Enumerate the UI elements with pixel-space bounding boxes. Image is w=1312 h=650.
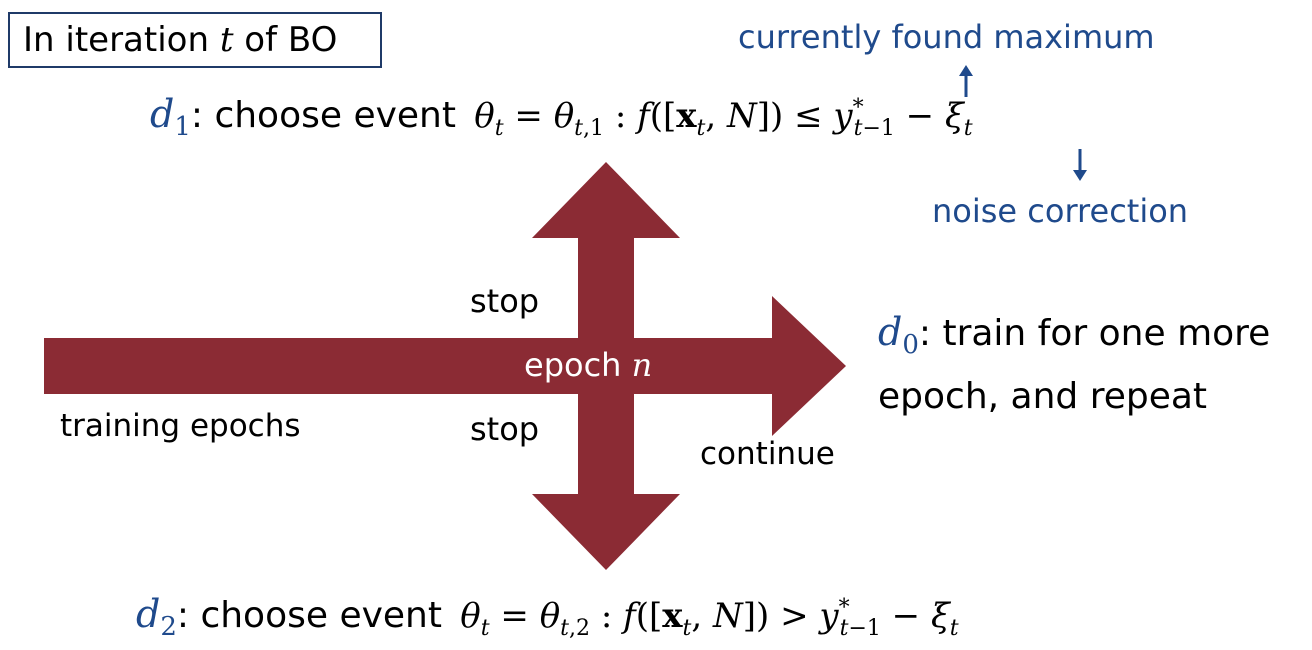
annotation-max: currently found maximum (738, 18, 1155, 56)
training-epochs-label: training epochs (60, 408, 301, 444)
d2-relation: > (780, 596, 809, 636)
d0-text: d0: train for one more epoch, and repeat (878, 306, 1270, 423)
d2-text: : choose event (176, 595, 442, 636)
d1-line: d1: choose event θt = θt,1 : f([xt, N]) … (150, 92, 973, 142)
horizontal-arrow (44, 296, 846, 436)
stop-bottom-label: stop (470, 410, 540, 448)
arrow-down-icon (1073, 149, 1087, 181)
annotation-noise: noise correction (932, 192, 1189, 230)
title-box: In iteration t of BO (8, 12, 382, 68)
d1-symbol: d (150, 92, 175, 136)
d0-line1: d0: train for one more (878, 306, 1270, 371)
d0-symbol: d (878, 310, 903, 354)
stop-top-label: stop (470, 282, 540, 320)
continue-label: continue (700, 436, 835, 472)
epoch-word: epoch (524, 346, 632, 384)
d2-line: d2: choose event θt = θt,2 : f([xt, N]) … (136, 592, 959, 642)
d1-text: : choose event (190, 95, 456, 136)
d2-symbol: d (136, 592, 161, 636)
d1-relation: ≤ (794, 96, 823, 136)
d0-subscript: 0 (902, 330, 919, 360)
d0-line2: epoch, and repeat (878, 376, 1208, 417)
d1-subscript: 1 (174, 112, 191, 142)
d2-subscript: 2 (160, 612, 177, 642)
epoch-var: n (631, 346, 653, 384)
title-prefix: In iteration (23, 20, 220, 60)
epoch-label: epoch n (524, 346, 652, 384)
d1-equation: θt = θt,1 : f([xt, N]) ≤ y*t−1 − ξt (474, 95, 973, 141)
arrow-up-icon (959, 65, 973, 97)
d0-line1-text: : train for one more (918, 313, 1271, 354)
vertical-arrow (532, 162, 680, 570)
title-var: t (219, 20, 234, 60)
title-suffix: of BO (233, 20, 338, 60)
d2-equation: θt = θt,2 : f([xt, N]) > y*t−1 − ξt (460, 595, 959, 641)
